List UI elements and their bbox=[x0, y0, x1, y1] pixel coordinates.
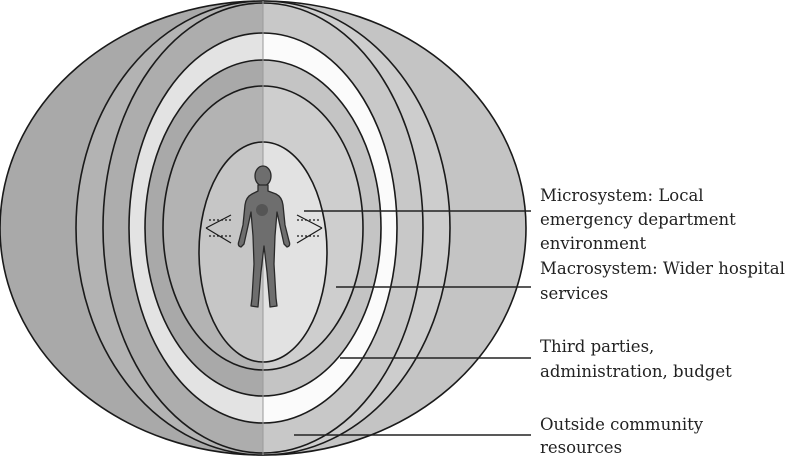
microsystem-label: Microsystem: Local emergency department … bbox=[540, 186, 741, 253]
community-label: Outside community resources bbox=[540, 415, 708, 457]
microsystem-label-line-2: emergency department bbox=[540, 210, 736, 229]
community-label-line-1: Outside community bbox=[540, 415, 704, 434]
macrosystem-label-line-2: services bbox=[540, 284, 608, 303]
macrosystem-label-line-1: Macrosystem: Wider hospital bbox=[540, 259, 785, 278]
third-parties-label-line-2: administration, budget bbox=[540, 362, 732, 381]
third-parties-label: Third parties, administration, budget bbox=[540, 337, 732, 381]
community-label-line-2: resources bbox=[540, 438, 622, 457]
third-parties-label-line-1: Third parties, bbox=[540, 337, 654, 356]
microsystem-label-line-3: environment bbox=[540, 234, 646, 253]
macrosystem-label: Macrosystem: Wider hospital services bbox=[540, 259, 790, 303]
microsystem-label-line-1: Microsystem: Local bbox=[540, 186, 704, 205]
